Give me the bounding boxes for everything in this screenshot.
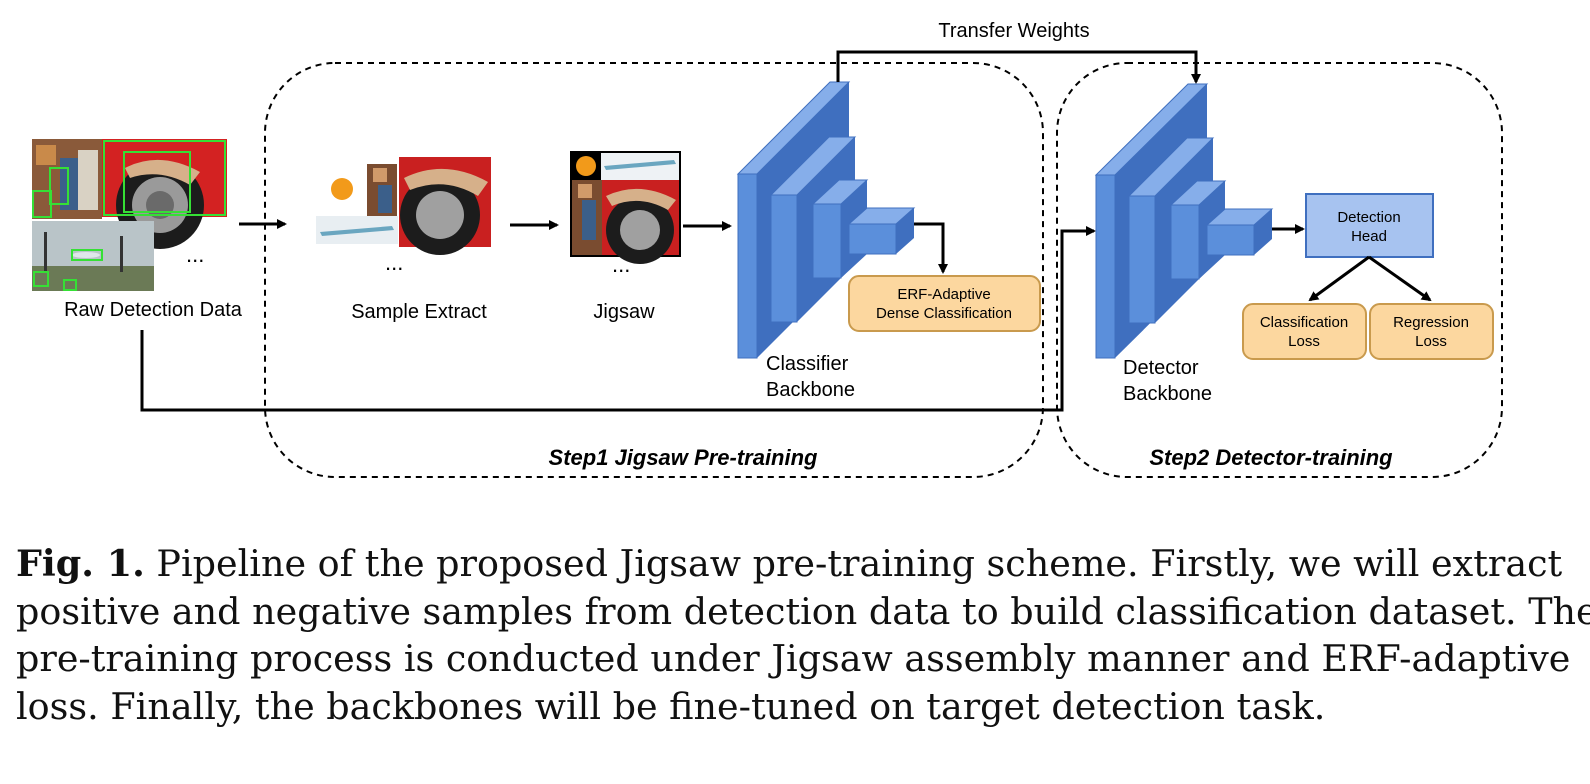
raw-detection-data-label: Raw Detection Data xyxy=(64,299,243,321)
step2-region xyxy=(1056,62,1503,478)
caption-line-4: loss. Finally, the backbones will be fin… xyxy=(16,684,1326,728)
caption-line-3: pre-training process is conducted under … xyxy=(16,637,1571,680)
step1-label: Step1 Jigsaw Pre-training xyxy=(549,445,819,470)
arrow-head-to-cls-loss xyxy=(1308,255,1370,302)
classification-loss-label-2: Loss xyxy=(1288,333,1320,350)
erf-label-1: ERF-Adaptive xyxy=(897,286,990,303)
caption-line-1: Fig. 1. Pipeline of the proposed Jigsaw … xyxy=(16,540,1562,588)
regression-loss-label-2: Loss xyxy=(1415,333,1447,350)
classifier-backbone xyxy=(736,81,916,359)
transfer-weights-arrow xyxy=(836,50,1201,84)
classification-loss-label-1: Classification xyxy=(1260,314,1348,331)
jigsaw-label: Jigsaw xyxy=(593,301,655,323)
jigsaw-composite xyxy=(570,151,681,264)
regression-loss-label-1: Regression xyxy=(1393,314,1469,331)
caption-prefix: Fig. 1. xyxy=(16,542,145,585)
erf-adaptive-box xyxy=(848,275,1041,332)
detector-label-2: Backbone xyxy=(1123,383,1212,405)
step1-region xyxy=(264,62,1044,478)
sample-extract-label: Sample Extract xyxy=(351,301,487,323)
arrow-classifier-to-erf xyxy=(914,222,948,274)
caption-line-2: positive and negative samples from detec… xyxy=(16,589,1590,633)
sample-ellipsis: ... xyxy=(385,250,403,275)
classification-loss-box xyxy=(1242,303,1367,360)
raw-detection-images xyxy=(32,139,227,291)
erf-label-2: Dense Classification xyxy=(876,305,1012,322)
regression-loss-box xyxy=(1369,303,1494,360)
arrow-head-to-reg-loss xyxy=(1368,255,1432,302)
detection-head-label-1: Detection xyxy=(1337,209,1400,226)
pipeline-figure: ... Raw Detection Data ... Sample Extrac… xyxy=(32,20,1503,478)
figure-caption: Fig. 1. Pipeline of the proposed Jigsaw … xyxy=(16,540,1590,730)
transfer-weights-label: Transfer Weights xyxy=(938,20,1089,42)
raw-to-detector-arrow xyxy=(140,226,1096,412)
classifier-label-1: Classifier xyxy=(766,353,849,375)
jigsaw-ellipsis: ... xyxy=(612,252,630,277)
detector-backbone xyxy=(1094,83,1274,359)
detection-head-label-2: Head xyxy=(1351,228,1387,245)
detector-label-1: Detector xyxy=(1123,357,1199,379)
sample-extract-images xyxy=(316,157,491,255)
sample-orange xyxy=(331,178,353,200)
raw-ellipsis: ... xyxy=(186,242,204,267)
caption-line-1-text: Pipeline of the proposed Jigsaw pre-trai… xyxy=(144,542,1563,585)
detection-head-box xyxy=(1305,193,1434,258)
step2-label: Step2 Detector-training xyxy=(1149,445,1393,470)
classifier-label-2: Backbone xyxy=(766,379,855,401)
